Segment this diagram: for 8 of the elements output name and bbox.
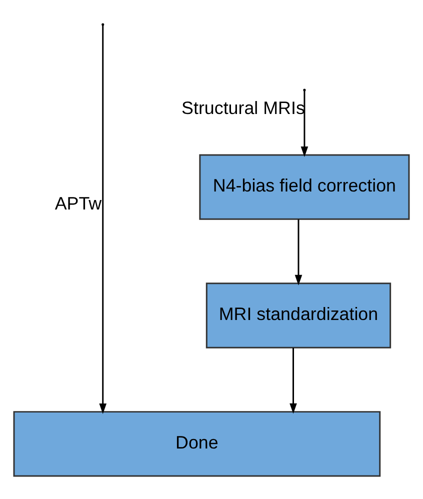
node-box: MRI standardization — [206, 282, 392, 348]
arrow — [300, 90, 308, 156]
arrow — [294, 218, 302, 285]
arrow — [290, 347, 297, 414]
arrow — [99, 24, 107, 414]
node-box: N4-bias field correction — [199, 154, 410, 220]
edge-label: APTw — [54, 193, 102, 214]
node-box: Done — [13, 410, 381, 476]
